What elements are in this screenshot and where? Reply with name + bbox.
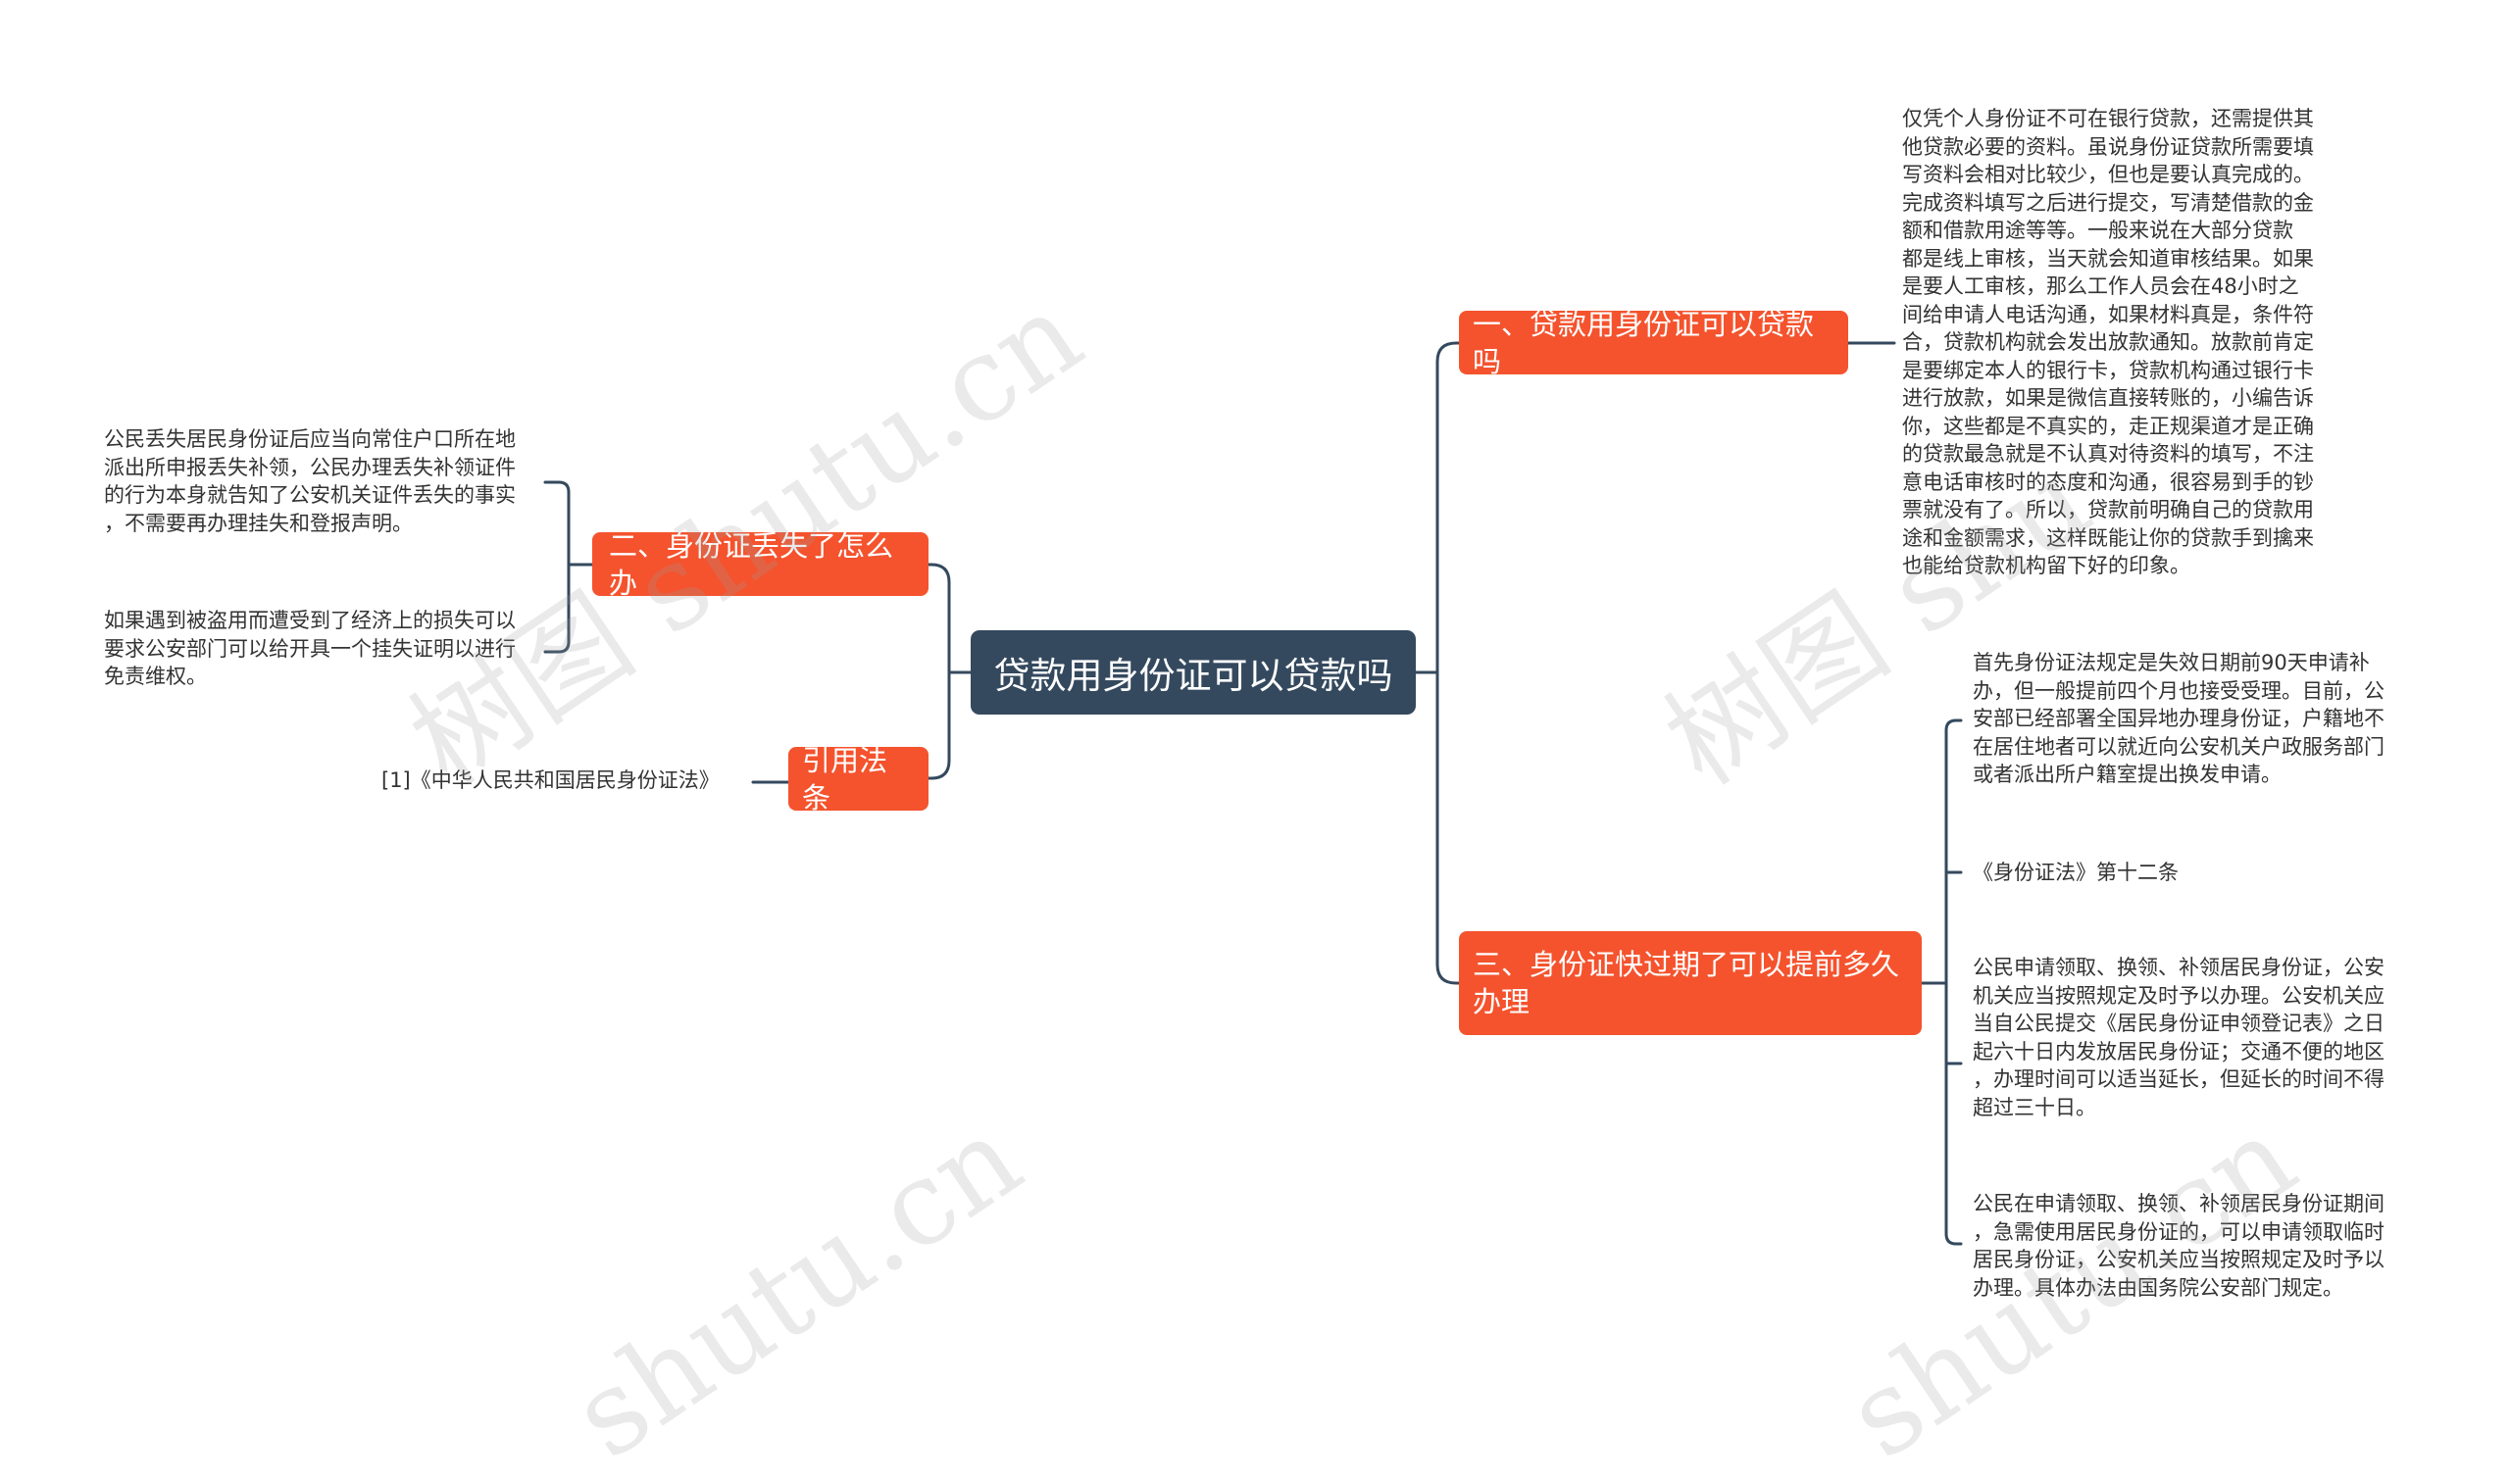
- root-title: 贷款用身份证可以贷款吗: [993, 655, 1393, 697]
- branch-id-lost[interactable]: 二、身份证丢失了怎么办: [592, 529, 929, 600]
- detail-text: 如果遇到被盗用而遭受到了经济上的损失可以 要求公安部门可以给开具一个挂失证明以进…: [104, 609, 516, 688]
- connector-b4-bracket: [1944, 718, 1963, 1246]
- connector-right-trunk: [1435, 341, 1461, 985]
- branch-title: 引用法条: [802, 743, 888, 815]
- branch-id-expiry[interactable]: 三、身份证快过期了可以提前多久 办理: [1459, 931, 1922, 1035]
- detail-text: [1]《中华人民共和国居民身份证法》: [381, 768, 720, 792]
- branch-cited-law[interactable]: 引用法条: [788, 744, 929, 815]
- detail-text: 《身份证法》第十二条: [1973, 861, 2179, 884]
- detail-text: 公民丢失居民身份证后应当向常住户口所在地 派出所申报丢失补领，公民办理丢失补领证…: [104, 427, 516, 535]
- branch-title: 二、身份证丢失了怎么办: [609, 528, 894, 600]
- detail-text: 仅凭个人身份证不可在银行贷款，还需提供其 他贷款必要的资料。虽说身份证贷款所需要…: [1902, 107, 2314, 577]
- branch-title: 一、贷款用身份证可以贷款吗: [1473, 307, 1815, 378]
- connector-b2-bracket: [543, 480, 571, 654]
- connector-lines: [543, 341, 1963, 1246]
- branch-loan-with-id[interactable]: 一、贷款用身份证可以贷款吗: [1459, 308, 1848, 378]
- detail-text: 公民申请领取、换领、补领居民身份证，公安 机关应当按照规定及时予以办理。公安机关…: [1973, 956, 2384, 1119]
- detail-text: 首先身份证法规定是失效日期前90天申请补 办，但一般提前四个月也接受受理。目前，…: [1973, 651, 2384, 786]
- branch-title: 三、身份证快过期了可以提前多久 办理: [1473, 948, 1900, 1018]
- root-node[interactable]: 贷款用身份证可以贷款吗: [971, 630, 1416, 715]
- connector-left-trunk: [927, 563, 951, 780]
- detail-text: 公民在申请领取、换领、补领居民身份证期间 ，急需使用居民身份证的，可以申请领取临…: [1973, 1192, 2384, 1300]
